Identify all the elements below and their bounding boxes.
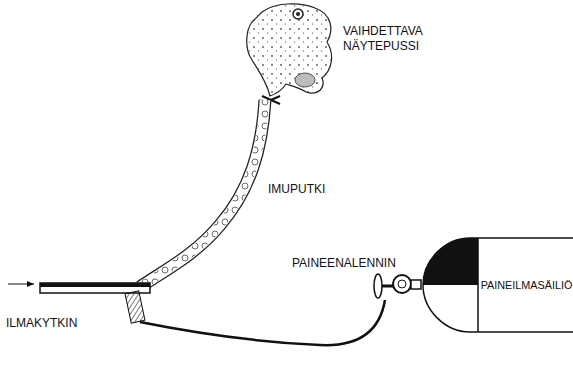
tank-outline bbox=[423, 238, 573, 332]
tank-label: PAINEILMASÄILIÖ bbox=[481, 279, 573, 291]
coupler-label: ILMAKYTKIN bbox=[6, 316, 77, 331]
tube-label: IMUPUTKI bbox=[268, 182, 325, 197]
regulator-label: PAINEENALENNIN bbox=[292, 256, 396, 271]
bag-label: VAIHDETTAVA NÄYTEPUSSI bbox=[343, 24, 443, 54]
tank-box: PAINEILMASÄILIÖ bbox=[480, 240, 573, 330]
sample-bag bbox=[247, 4, 332, 96]
